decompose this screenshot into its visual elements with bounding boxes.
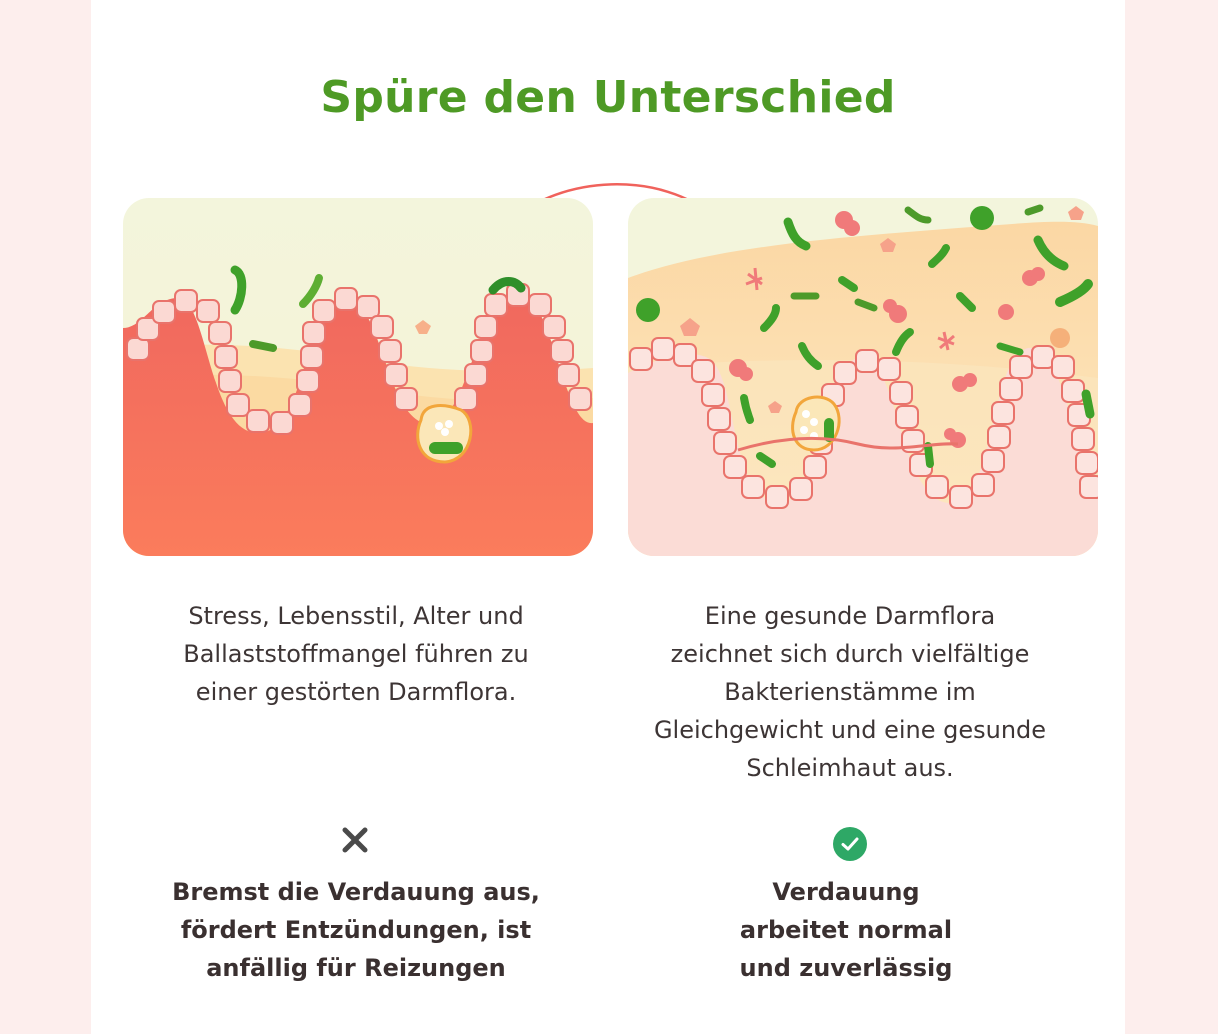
- unhealthy-gut-illustration: [123, 198, 593, 556]
- healthy-gut-illustration: [628, 198, 1098, 556]
- check-icon: [833, 827, 867, 861]
- x-icon: [342, 827, 368, 853]
- right-verdict-line: Verdauung: [772, 878, 920, 906]
- right-verdict: Verdauung arbeitet normal und zuverlässi…: [611, 873, 1081, 987]
- infographic-page: Spüre den Unterschied: [91, 0, 1125, 1034]
- right-description-line: Bakterienstämme im: [724, 678, 976, 706]
- left-description: Stress, Lebensstil, Alter und Ballaststo…: [121, 597, 591, 711]
- left-description-line: Ballaststoffmangel führen zu: [183, 640, 529, 668]
- left-verdict-line: fördert Entzündungen, ist: [180, 916, 532, 944]
- left-description-line: Stress, Lebensstil, Alter und: [188, 602, 524, 630]
- right-description-line: Eine gesunde Darmflora: [704, 602, 996, 630]
- right-description-line: Schleimhaut aus.: [746, 754, 954, 782]
- right-verdict-line: und zuverlässig: [739, 954, 953, 982]
- right-verdict-line: arbeitet normal: [739, 916, 953, 944]
- right-description-line: zeichnet sich durch vielfältige: [670, 640, 1030, 668]
- left-verdict: Bremst die Verdauung aus, fördert Entzün…: [121, 873, 591, 987]
- right-description: Eine gesunde Darmflora zeichnet sich dur…: [615, 597, 1085, 787]
- left-verdict-line: anfällig für Reizungen: [206, 954, 506, 982]
- page-title: Spüre den Unterschied: [320, 72, 896, 123]
- right-description-line: Gleichgewicht und eine gesunde: [653, 716, 1047, 744]
- left-verdict-line: Bremst die Verdauung aus,: [172, 878, 540, 906]
- left-description-line: einer gestörten Darmflora.: [195, 678, 517, 706]
